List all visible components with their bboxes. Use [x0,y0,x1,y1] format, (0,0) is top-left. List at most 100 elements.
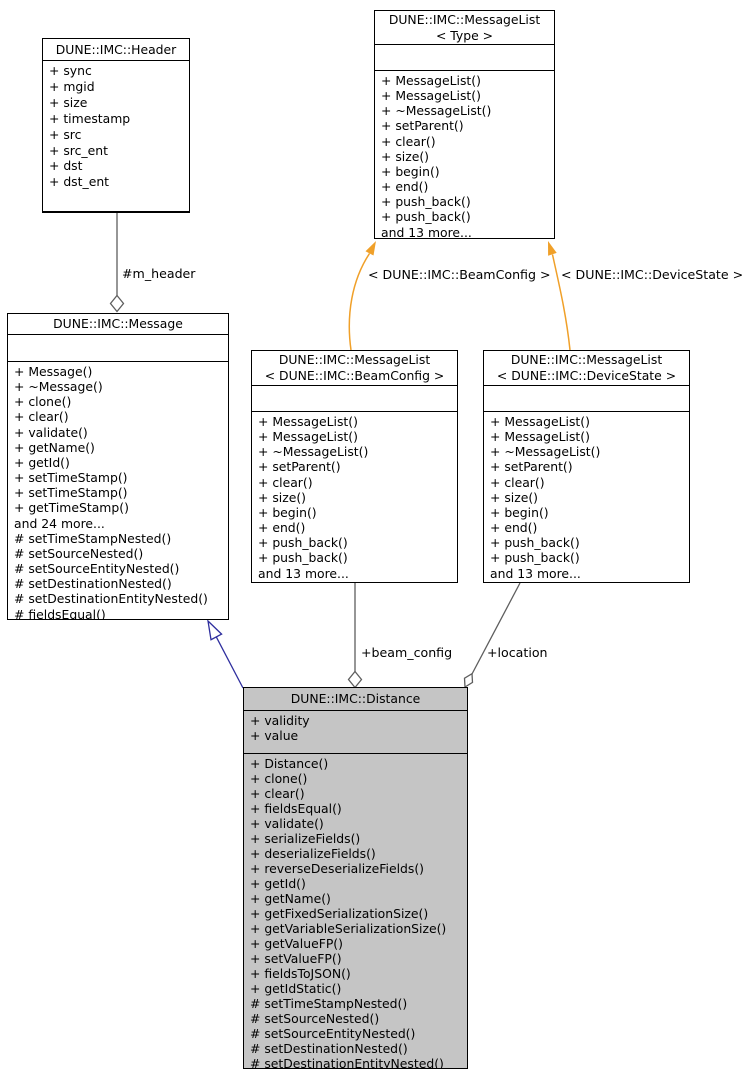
class-node-header[interactable]: DUNE::IMC::Header + sync+ mgid+ size+ ti… [42,38,190,213]
class-methods-message: + Message()+ ~Message()+ clone()+ clear(… [8,362,228,620]
class-attributes-messagelist-devicestate [484,386,689,412]
attribute-row: + timestamp [49,110,131,126]
edge-label-template-beamconfig: < DUNE::IMC::BeamConfig > [368,267,551,282]
template-edge-devicestate [551,254,571,351]
method-row: + clear() [381,133,436,149]
method-row: + setParent() [381,118,464,134]
method-row: + begin() [490,504,549,520]
class-attributes-messagelist-beamconfig [252,386,457,412]
class-title-messagelist-type: DUNE::IMC::MessageList< Type > [375,11,554,45]
method-row: + setTimeStamp() [14,485,128,501]
method-row: + MessageList() [381,73,481,88]
method-row: + ~MessageList() [381,103,492,119]
method-row: + size() [490,489,539,505]
attribute-row: + dst [49,158,83,174]
edge-label-beam-config: +beam_config [361,645,453,660]
attribute-row: + size [49,94,88,110]
method-row: + clone() [14,394,72,410]
class-title-header: DUNE::IMC::Header [43,39,189,61]
method-row: + getVariableSerializationSize() [250,921,447,936]
method-row: + getName() [250,891,331,906]
class-title-messagelist-devicestate: DUNE::IMC::MessageList< DUNE::IMC::Devic… [484,351,689,386]
class-attributes-messagelist-type [375,45,554,71]
class-node-messagelist-type[interactable]: DUNE::IMC::MessageList< Type > + Message… [374,10,555,239]
method-row: + MessageList() [490,429,590,445]
method-row: + ~Message() [14,379,103,395]
class-title-line: DUNE::IMC::MessageList [510,352,663,368]
class-attributes-header: + sync+ mgid+ size+ timestamp+ src+ src_… [43,61,189,212]
method-row: # setDestinationEntityNested() [14,591,208,607]
attribute-row: + value [250,728,299,744]
method-row: # setTimeStampNested() [250,996,408,1011]
method-row: # setSourceEntityNested() [250,1026,416,1041]
class-node-messagelist-beamconfig[interactable]: DUNE::IMC::MessageList< DUNE::IMC::BeamC… [251,350,458,583]
class-methods-messagelist-type: + MessageList()+ MessageList()+ ~Message… [375,71,554,239]
method-row: + fieldsToJSON() [250,966,351,981]
aggregation-diamond-m-header [109,294,125,313]
class-title-line: DUNE::IMC::Distance [290,691,421,707]
method-row: + push_back() [381,194,471,210]
inheritance-arrowhead [207,619,223,641]
class-title-line: DUNE::IMC::MessageList [278,352,431,368]
class-attributes-message [8,335,228,362]
class-methods-header [43,212,189,213]
edge-label-location: +location [487,645,548,660]
method-row: + setValueFP() [250,951,342,966]
class-methods-messagelist-devicestate: + MessageList()+ MessageList()+ ~Message… [484,412,689,582]
method-row: + push_back() [490,535,580,551]
method-row: # setDestinationNested() [14,576,172,592]
method-row: + getId() [14,454,70,470]
method-row: + clear() [14,409,69,425]
class-title-distance: DUNE::IMC::Distance [244,688,467,711]
method-row: and 13 more... [490,565,581,581]
method-row: + ~MessageList() [258,444,369,460]
method-row: + getId() [250,876,306,891]
class-title-line: < Type > [435,27,494,43]
method-row: + MessageList() [381,88,481,104]
edge-label-m-header: #m_header [122,266,196,281]
attribute-row: + src [49,126,82,142]
class-title-messagelist-beamconfig: DUNE::IMC::MessageList< DUNE::IMC::BeamC… [252,351,457,386]
method-row: + getValueFP() [250,936,343,951]
method-row: # fieldsEqual() [14,606,106,620]
method-row: # setDestinationNested() [250,1041,408,1056]
method-row: + MessageList() [258,414,358,429]
class-node-messagelist-devicestate[interactable]: DUNE::IMC::MessageList< DUNE::IMC::Devic… [483,350,690,583]
method-row: # setSourceNested() [250,1011,380,1026]
method-row: + push_back() [258,535,348,551]
method-row: + MessageList() [258,429,358,445]
method-row: + clone() [250,771,308,786]
attribute-row: + validity [250,713,310,728]
inheritance-edge-distance-message [215,636,244,689]
method-row: and 24 more... [14,515,105,531]
method-row: + begin() [258,504,317,520]
method-row: + push_back() [490,550,580,566]
class-node-distance[interactable]: DUNE::IMC::Distance + validity+ value + … [243,687,468,1069]
method-row: + validate() [14,424,88,440]
class-title-line: < DUNE::IMC::DeviceState > [496,368,677,383]
method-row: + clear() [258,474,313,490]
method-row: + MessageList() [490,414,590,429]
template-arrowhead-beamconfig [365,241,376,256]
aggregation-edge-location [471,582,521,675]
class-title-line: DUNE::IMC::Header [55,41,177,57]
class-node-message[interactable]: DUNE::IMC::Message + Message()+ ~Message… [7,313,229,620]
attribute-row: + sync [49,63,92,78]
method-row: and 13 more... [258,565,349,581]
method-row: + getName() [14,439,95,455]
class-title-message: DUNE::IMC::Message [8,314,228,335]
method-row: + Distance() [250,756,329,771]
class-methods-distance: + Distance()+ clone()+ clear()+ fieldsEq… [244,754,467,1068]
method-row: + push_back() [258,550,348,566]
attribute-row: + src_ent [49,142,108,158]
method-row: # setTimeStampNested() [14,530,172,546]
aggregation-diamond-location [463,672,474,689]
class-title-line: DUNE::IMC::Message [53,316,183,332]
method-row: + begin() [381,163,440,179]
method-row: + Message() [14,364,93,379]
method-row: and 13 more... [381,224,472,239]
method-row: + setParent() [258,459,341,475]
template-edge-beamconfig [348,253,371,351]
method-row: + end() [381,179,429,195]
